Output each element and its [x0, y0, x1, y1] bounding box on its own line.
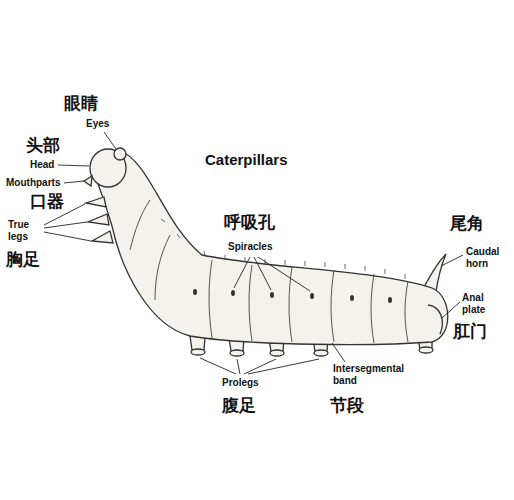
true-legs: [86, 197, 113, 243]
part-label: True legs: [8, 219, 42, 242]
part-label: 腹足: [222, 396, 256, 416]
spiracles: [193, 289, 392, 303]
part-label: Intersegmental band: [333, 363, 413, 386]
segment-bands: [130, 200, 408, 343]
part-label: 胸足: [6, 250, 40, 270]
part-label: Anal plate: [462, 292, 506, 315]
diagram-title: Caterpillars: [205, 151, 288, 168]
eye: [114, 148, 126, 160]
part-label: Eyes: [86, 118, 109, 130]
caterpillar-body: [98, 150, 448, 344]
part-label: 呼吸孔: [224, 213, 275, 233]
head: [90, 149, 126, 187]
setae: [161, 219, 405, 279]
part-label: 尾角: [450, 214, 484, 234]
part-label: Head: [30, 159, 54, 171]
part-label: 头部: [26, 136, 60, 156]
part-label: 节段: [330, 396, 364, 416]
mouthparts: [84, 176, 92, 186]
part-label: 口器: [30, 192, 64, 212]
part-label: Caudal horn: [466, 246, 510, 269]
part-label: 眼睛: [64, 94, 98, 114]
part-label: Spiracles: [228, 241, 272, 253]
part-label: Mouthparts: [6, 177, 60, 189]
anal-plate: [428, 305, 442, 334]
leader-lines: [44, 132, 463, 374]
part-label: 肛门: [453, 322, 487, 342]
part-label: Prolegs: [222, 377, 259, 389]
